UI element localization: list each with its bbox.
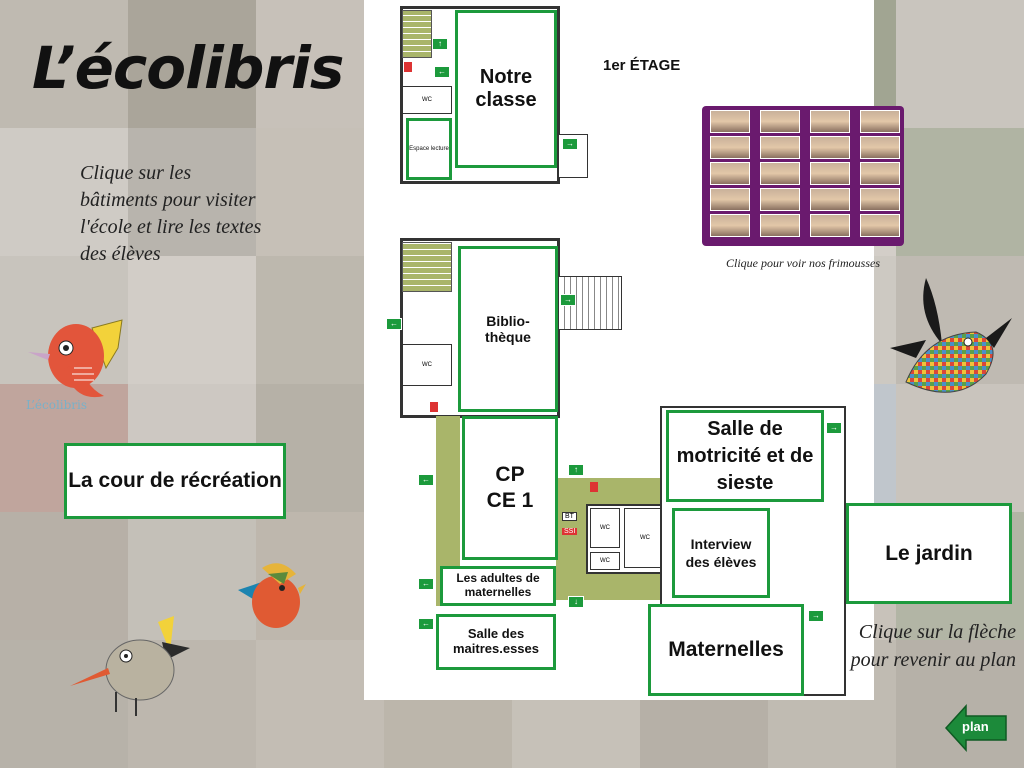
room-espace-lecture[interactable]: Espace lecture <box>406 118 452 180</box>
floor-label: 1er ÉTAGE <box>603 57 681 74</box>
bird-logo-text: L’écolibris <box>26 398 88 412</box>
bt-label: BT <box>562 512 577 521</box>
extinguisher-icon <box>404 62 412 72</box>
patterned-bird-icon <box>70 616 190 716</box>
student-photo <box>760 214 800 237</box>
wc-east-1: WC <box>590 508 620 548</box>
extinguisher-icon <box>430 402 438 412</box>
student-photo <box>860 162 900 185</box>
student-photo <box>760 162 800 185</box>
student-photo <box>760 110 800 133</box>
student-photo <box>710 188 750 211</box>
student-photo <box>810 110 850 133</box>
student-photo <box>810 188 850 211</box>
photos-caption[interactable]: Clique pour voir nos frimousses <box>725 256 880 270</box>
student-photo <box>810 214 850 237</box>
wc-east-2: WC <box>624 508 666 568</box>
exit-sign-icon: ↑ <box>568 464 584 476</box>
garden-button-label: Le jardin <box>885 541 973 565</box>
room-cp-ce1[interactable]: CP CE 1 <box>462 416 558 560</box>
bird-logo-icon <box>28 319 123 398</box>
checkered-bird-icon <box>890 278 1012 393</box>
student-photo <box>860 214 900 237</box>
yellow-red-bird-icon <box>238 563 306 628</box>
student-photo <box>810 136 850 159</box>
class-photos-grid[interactable] <box>702 106 904 246</box>
student-photo <box>810 162 850 185</box>
student-photo <box>860 110 900 133</box>
student-photo <box>710 162 750 185</box>
room-adultes-maternelles[interactable]: Les adultes de maternelles <box>440 566 556 606</box>
intro-instructions: Clique sur les bâtiments pour visiter l'… <box>80 162 262 265</box>
exit-sign-icon: ← <box>418 578 434 590</box>
exit-sign-icon: → <box>560 294 576 306</box>
plan-button-label: plan <box>962 719 989 734</box>
exit-sign-icon: ↑ <box>432 38 448 50</box>
courtyard-button[interactable]: La cour de récréation <box>64 443 286 519</box>
wc-upper: WC <box>402 86 452 114</box>
student-photo <box>760 188 800 211</box>
student-photo <box>860 136 900 159</box>
room-notre-classe[interactable]: Notre classe <box>455 10 557 168</box>
student-photo <box>710 136 750 159</box>
arrow-right-icon <box>944 704 1007 752</box>
wc-east-3: WC <box>590 552 620 570</box>
extinguisher-icon <box>590 482 598 492</box>
wc-west: WC <box>402 344 452 386</box>
exit-sign-icon: → <box>808 610 824 622</box>
exit-sign-icon: ← <box>418 474 434 486</box>
exit-sign-icon: ← <box>434 66 450 78</box>
exit-sign-icon: → <box>562 138 578 150</box>
courtyard-button-label: La cour de récréation <box>68 469 282 492</box>
upper-stairs <box>402 10 432 58</box>
room-interview[interactable]: Interview des élèves <box>672 508 770 598</box>
room-motricite[interactable]: Salle de motricité et de sieste <box>666 410 824 502</box>
west-stairs <box>402 242 452 292</box>
east-stairs-outline <box>558 276 622 330</box>
back-instructions: Clique sur la flèche pour revenir au pla… <box>850 621 1016 671</box>
exit-sign-icon: ← <box>386 318 402 330</box>
room-bibliotheque[interactable]: Biblio-thèque <box>458 246 558 412</box>
student-photo <box>710 110 750 133</box>
student-photo <box>710 214 750 237</box>
room-salle-maitres[interactable]: Salle des maitres.esses <box>436 614 556 670</box>
garden-button[interactable]: Le jardin <box>846 503 1012 604</box>
exit-sign-icon: ↓ <box>568 596 584 608</box>
exit-sign-icon: → <box>826 422 842 434</box>
exit-sign-icon: ← <box>418 618 434 630</box>
room-maternelles[interactable]: Maternelles <box>648 604 804 696</box>
plan-button[interactable]: plan <box>944 702 1008 754</box>
student-photo <box>760 136 800 159</box>
page-title: L’écolibris <box>32 34 344 102</box>
student-photo <box>860 188 900 211</box>
ssi-label: SSI <box>562 528 578 535</box>
